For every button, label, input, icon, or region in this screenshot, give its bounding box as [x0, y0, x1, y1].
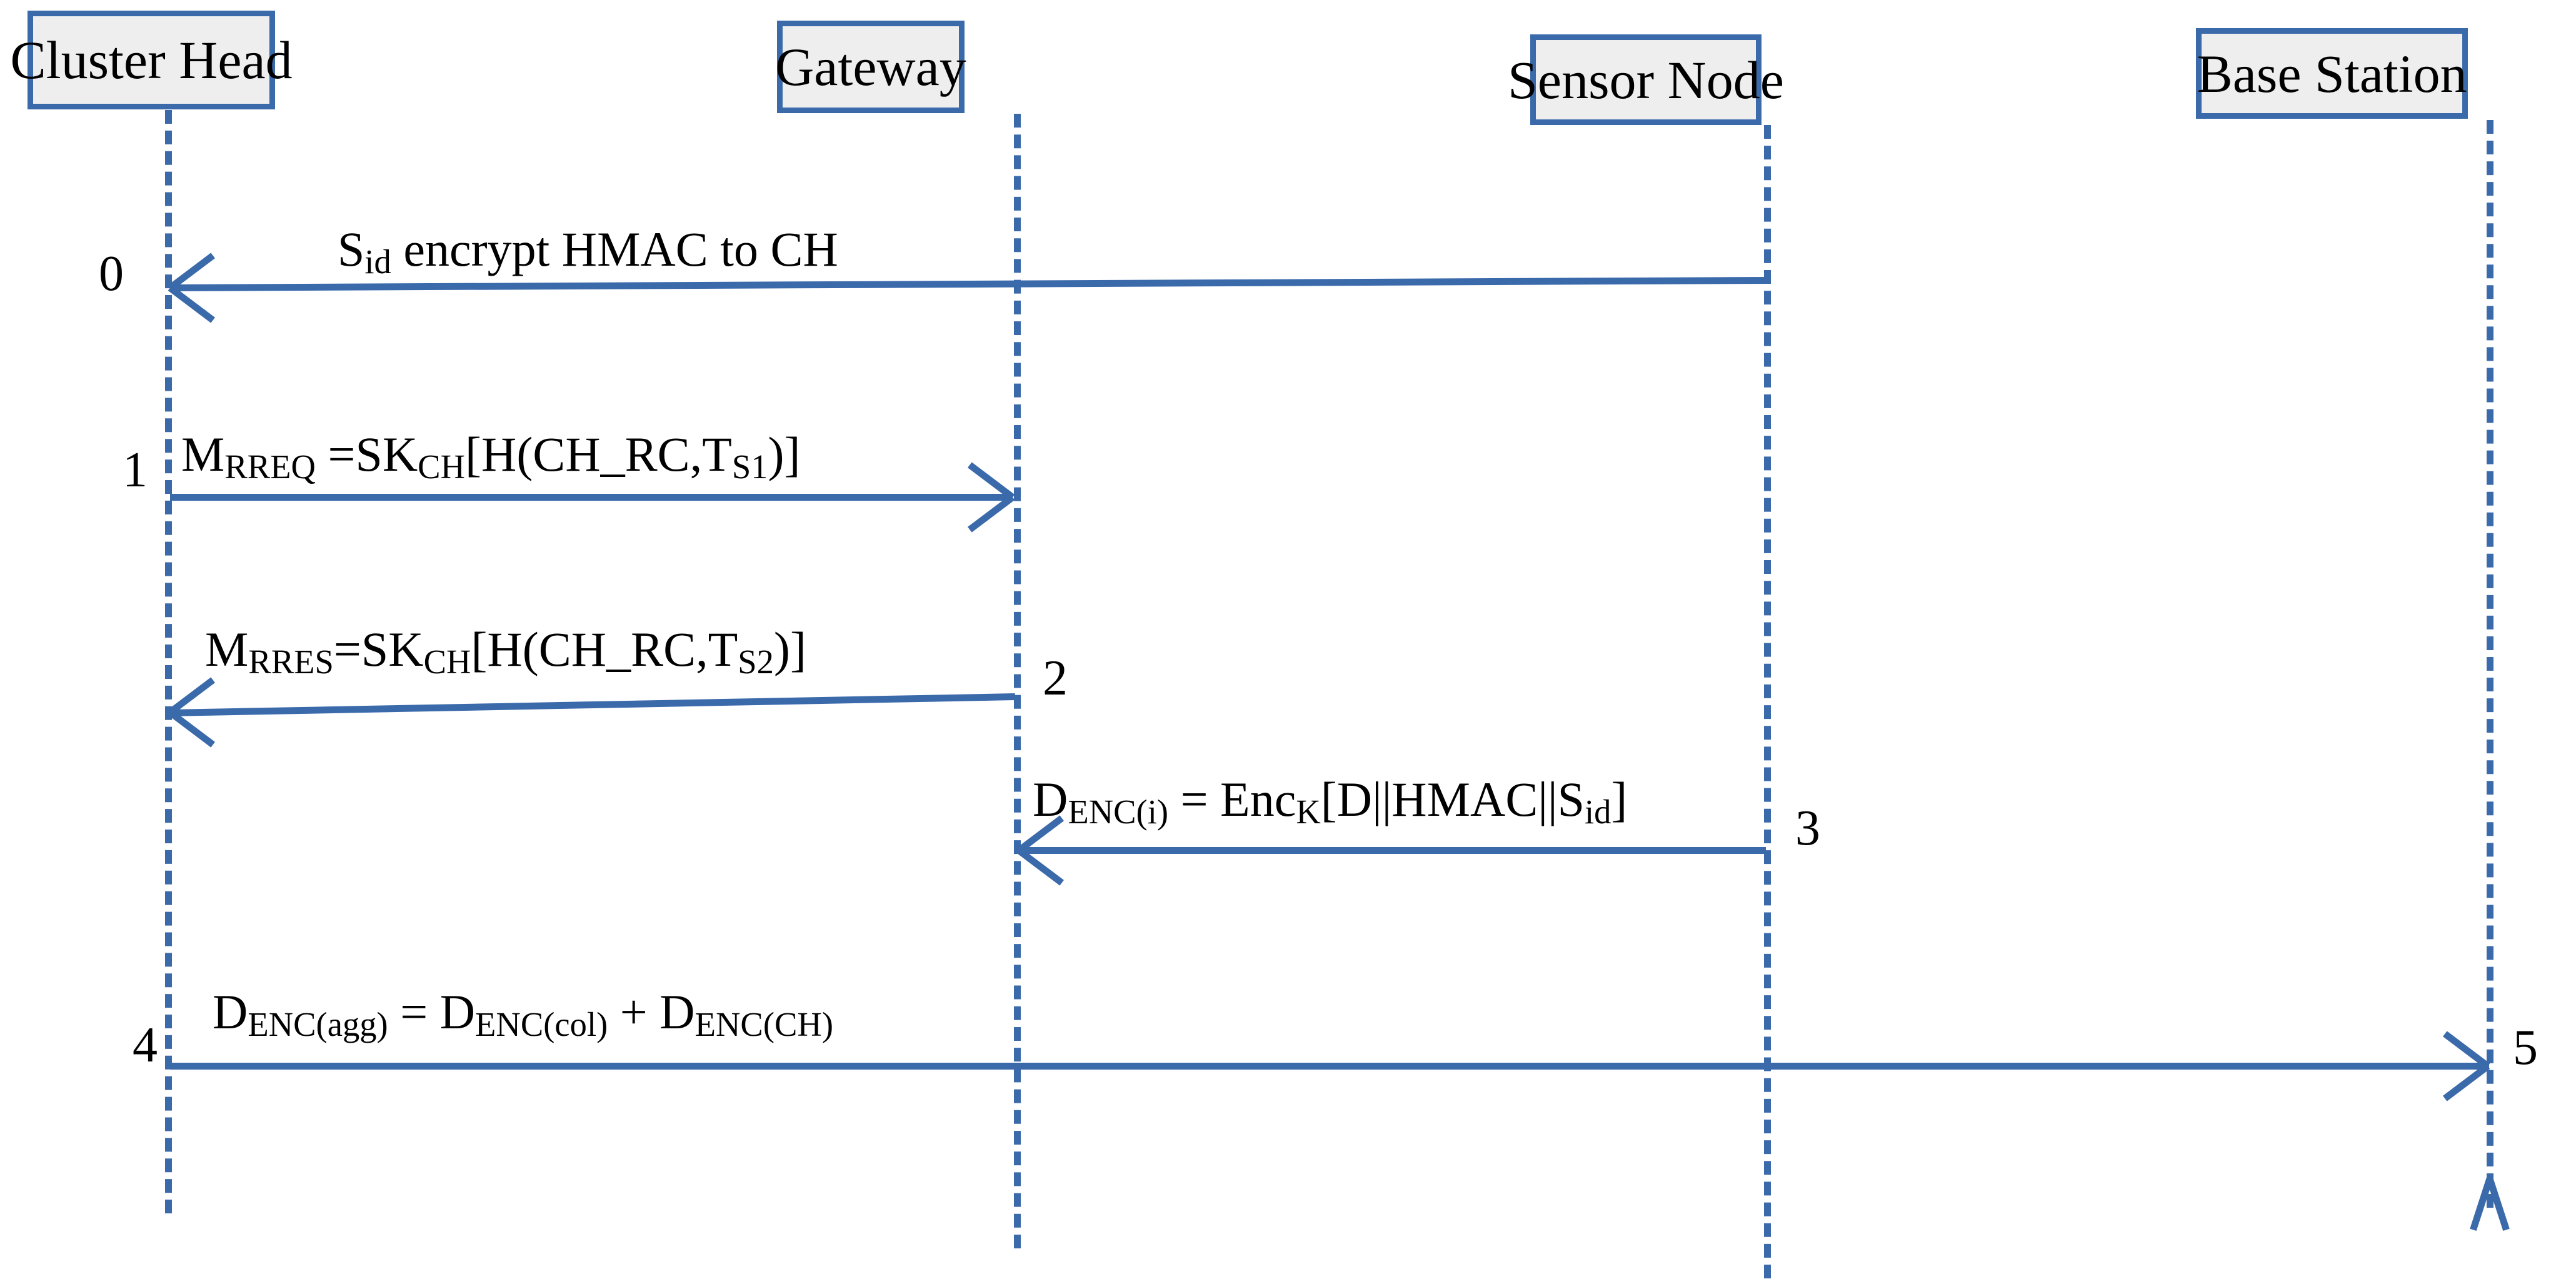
message-label-1-part-5: S1: [731, 448, 768, 486]
message-label-0-part-1: id: [364, 243, 391, 281]
message-label-1-part-6: )]: [768, 427, 801, 481]
lifeline-sensor-node: [1764, 125, 1771, 1278]
sequence-number-1: 1: [123, 443, 148, 498]
message-line-2[interactable]: [169, 693, 1015, 716]
message-label-1-part-3: CH: [418, 448, 466, 486]
message-label-4: DENC(agg) = DENC(col) + DENC(CH): [213, 985, 833, 1041]
message-line-4[interactable]: [170, 1063, 2489, 1070]
message-label-3-part-0: D: [1033, 772, 1068, 826]
actor-label-cluster-head: Cluster Head: [10, 30, 293, 90]
sequence-number-0: 0: [99, 246, 124, 301]
message-label-4-part-0: D: [213, 985, 248, 1039]
sequence-number-4: 4: [133, 1018, 158, 1073]
actor-label-gateway: Gateway: [775, 37, 966, 97]
message-label-1: MRREQ =SKCH[H(CH_RC,TS1)]: [181, 427, 801, 484]
message-line-1[interactable]: [170, 494, 1013, 501]
sequence-number-3: 3: [1795, 801, 1820, 856]
message-label-3-part-5: id: [1584, 793, 1611, 831]
lifeline-cluster-head: [165, 110, 172, 1213]
actor-box-base-station[interactable]: Base Station: [2196, 28, 2468, 119]
message-label-3: DENC(i) = EncK[D||HMAC||Sid]: [1033, 772, 1628, 829]
message-label-3-part-2: = Enc: [1168, 772, 1296, 826]
message-label-2-part-1: RRES: [248, 643, 334, 681]
actor-label-sensor-node: Sensor Node: [1508, 49, 1784, 110]
message-label-3-part-6: ]: [1611, 772, 1628, 826]
message-label-4-part-3: ENC(col): [475, 1005, 608, 1043]
sequence-number-5: 5: [2513, 1020, 2538, 1075]
message-label-4-part-2: = D: [388, 985, 476, 1039]
actor-box-sensor-node[interactable]: Sensor Node: [1508, 34, 1784, 125]
message-label-4-part-5: ENC(CH): [694, 1005, 834, 1043]
message-label-3-part-3: K: [1296, 793, 1321, 831]
message-label-3-part-1: ENC(i): [1068, 793, 1169, 831]
message-label-2-part-6: )]: [773, 622, 806, 676]
message-label-1-part-4: [H(CH_RC,T: [465, 427, 732, 481]
message-label-1-part-2: =SK: [315, 427, 418, 481]
message-label-2: MRRES=SKCH[H(CH_RC,TS2)]: [205, 622, 806, 679]
message-label-2-part-2: =SK: [333, 622, 424, 676]
message-label-4-part-4: + D: [608, 985, 695, 1039]
message-label-2-part-0: M: [205, 622, 249, 676]
message-label-0-part-2: encrypt HMAC to CH: [391, 222, 838, 276]
sequence-number-2: 2: [1043, 651, 1068, 706]
message-line-3[interactable]: [1019, 847, 1766, 854]
message-label-2-part-3: CH: [423, 643, 471, 681]
lifeline-base-station: [2487, 120, 2493, 1208]
message-label-2-part-4: [H(CH_RC,T: [471, 622, 738, 676]
message-label-3-part-4: [D||HMAC||S: [1320, 772, 1585, 826]
message-label-1-part-0: M: [181, 427, 225, 481]
message-label-4-part-1: ENC(agg): [248, 1005, 388, 1043]
actor-box-gateway[interactable]: Gateway: [775, 21, 966, 113]
message-line-0[interactable]: [169, 276, 1767, 291]
message-label-2-part-5: S2: [738, 643, 774, 681]
lifeline-gateway: [1014, 114, 1021, 1248]
message-label-1-part-1: RREQ: [224, 448, 316, 486]
message-label-0-part-0: S: [338, 222, 365, 276]
actor-label-base-station: Base Station: [2197, 43, 2467, 104]
actor-box-cluster-head[interactable]: Cluster Head: [10, 11, 293, 109]
message-label-0: Sid encrypt HMAC to CH: [338, 222, 838, 279]
